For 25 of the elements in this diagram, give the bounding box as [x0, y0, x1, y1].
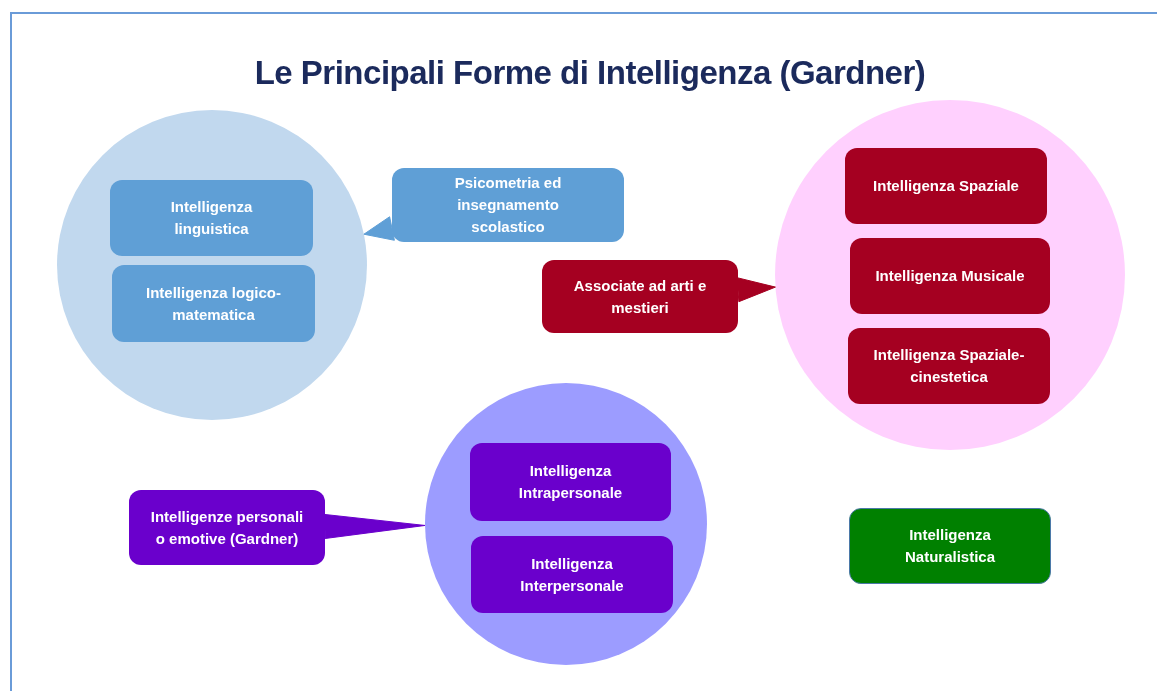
box-label: Intelligenza Spaziale	[873, 176, 1019, 197]
box-label: Psicometria ed insegnamento scolastico	[453, 173, 563, 237]
box-label: Intelligenza linguistica	[169, 197, 254, 239]
box-label: Intelligenza Musicale	[875, 266, 1025, 287]
box-label: Intelligenza logico-matematica	[145, 282, 282, 325]
rounded-box	[471, 536, 673, 613]
rounded-box	[112, 265, 315, 342]
rounded-box	[845, 148, 1047, 224]
rounded-box	[542, 260, 738, 333]
box-label: Intelligenza Spaziale-cinestetica	[872, 345, 1026, 387]
box-label: Intelligenza Interpersonale	[519, 553, 625, 596]
callout-pointer	[736, 277, 776, 303]
callout-pointer	[324, 514, 426, 539]
rounded-box	[110, 180, 313, 256]
box-label: Intelligenze personali o emotive (Gardner)	[149, 506, 305, 549]
rounded-box	[848, 328, 1050, 404]
rounded-box	[392, 168, 624, 242]
box-label: Associate ad arti e mestieri	[572, 275, 708, 318]
rounded-box	[849, 508, 1051, 584]
rounded-box	[850, 238, 1050, 314]
title: Le Principali Forme di Intelligenza (Gardner)	[253, 53, 927, 93]
rounded-box	[470, 443, 671, 521]
rounded-box	[129, 490, 325, 565]
box-label: Intelligenza Intrapersonale	[517, 461, 624, 503]
box-label: Intelligenza Naturalistica	[903, 525, 996, 567]
